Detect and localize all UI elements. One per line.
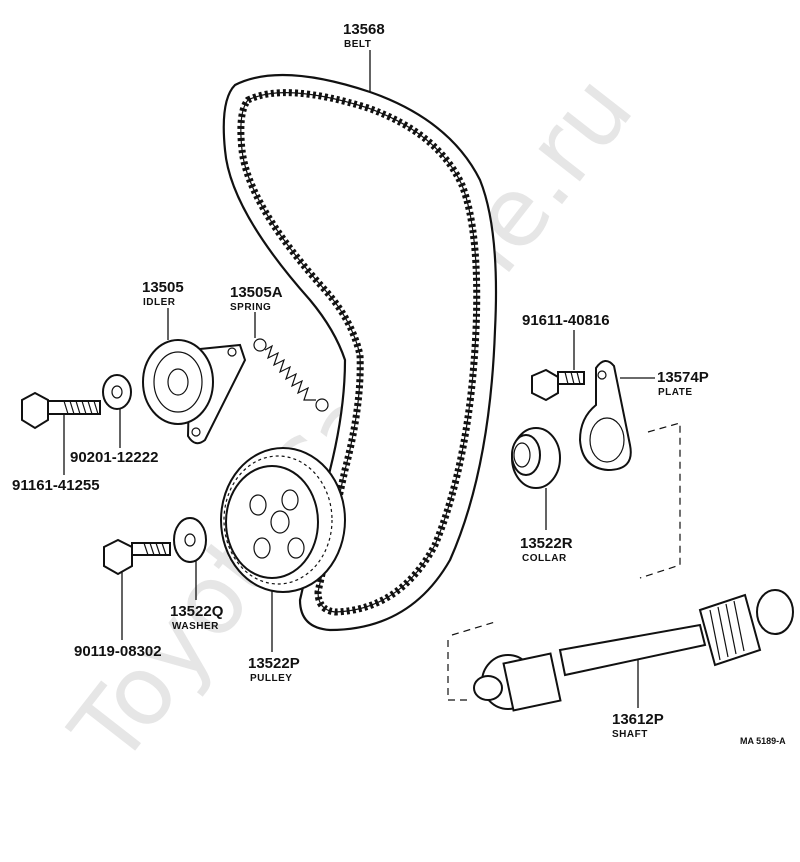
diagram-reference: MA 5189-A (740, 736, 786, 746)
pulley-washer[interactable] (173, 517, 207, 563)
belt-part-number: 13568 (343, 21, 385, 38)
idler-bolt[interactable] (21, 391, 101, 430)
retaining-plate[interactable] (578, 360, 632, 472)
plate-part-number: 13574P (657, 369, 709, 386)
idler-part-number: 13505 (142, 279, 184, 296)
shaft-part-name: SHAFT (612, 729, 648, 740)
pulley-part-number: 13522P (248, 655, 300, 672)
collar-seal[interactable] (511, 427, 561, 489)
timing-pulley[interactable] (220, 447, 346, 593)
washer-part-number: 13522Q (170, 603, 224, 620)
idler-bolt-part-number: 91161-41255 (12, 477, 100, 494)
collar-part-number: 13522R (520, 535, 573, 552)
idler-part-name: IDLER (143, 297, 176, 308)
collar-part-name: COLLAR (522, 553, 567, 564)
pulley-part-name: PULLEY (250, 673, 292, 684)
pulley-bolt[interactable] (103, 538, 171, 576)
belt-part-name: BELT (344, 39, 371, 50)
spring-part-number: 13505A (230, 284, 283, 301)
idler-assembly[interactable] (142, 339, 247, 445)
plate-bolt[interactable] (531, 368, 585, 402)
plate-bolt-part-number: 91611-40816 (522, 312, 610, 329)
washer-part-name: WASHER (172, 621, 219, 632)
timing-belt[interactable] (222, 73, 498, 632)
spring-part-name: SPRING (230, 302, 271, 313)
idler-washer[interactable] (102, 374, 132, 410)
tension-spring[interactable] (253, 338, 329, 412)
idler-washer-part-number: 90201-12222 (70, 449, 158, 466)
pulley-bolt-part-number: 90119-08302 (74, 643, 162, 660)
plate-part-name: PLATE (658, 387, 693, 398)
shaft-part-number: 13612P (612, 711, 664, 728)
drive-shaft[interactable] (447, 422, 794, 712)
